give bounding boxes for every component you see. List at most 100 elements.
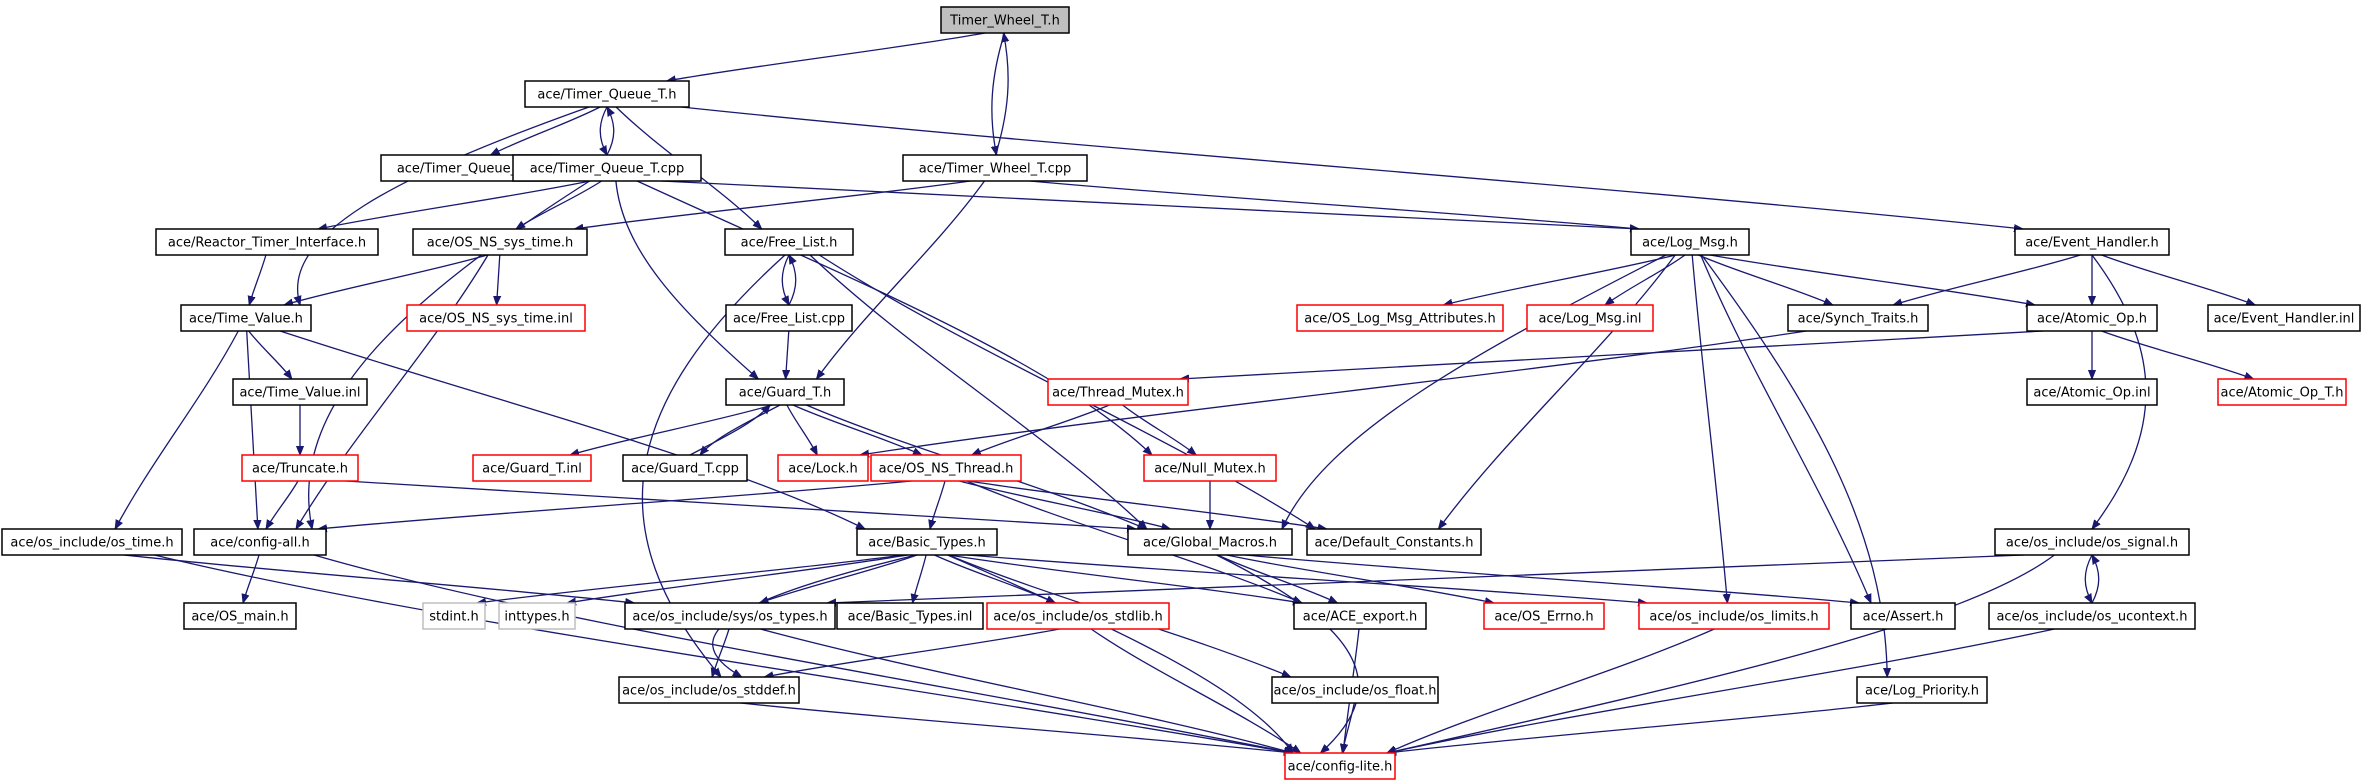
node-guard-t-cpp[interactable]: ace/Guard_T.cpp	[622, 454, 748, 482]
node-os-include-sys-os-types-h[interactable]: ace/os_include/sys/os_types.h	[624, 602, 836, 630]
node-os-include-os-signal-h[interactable]: ace/os_include/os_signal.h	[1994, 528, 2190, 556]
node-os-include-os-time-h[interactable]: ace/os_include/os_time.h	[1, 528, 183, 556]
node-os-log-msg-attributes-h[interactable]: ace/OS_Log_Msg_Attributes.h	[1296, 304, 1504, 332]
node-box	[193, 528, 327, 556]
edge-timer-queue-t-cpp-to-reactor-timer-interface-h	[318, 180, 591, 229]
node-atomic-op-h[interactable]: ace/Atomic_Op.h	[2026, 304, 2158, 332]
node-log-msg-inl[interactable]: ace/Log_Msg.inl	[1526, 304, 1654, 332]
node-atomic-op-t-h[interactable]: ace/Atomic_Op_T.h	[2217, 378, 2347, 406]
node-label: ace/Event_Handler.h	[2025, 236, 2159, 251]
node-label: ace/os_include/os_limits.h	[1649, 610, 1818, 625]
node-label: ace/Timer_Wheel_T.cpp	[919, 162, 1072, 177]
edge-guard-t-h-to-lock-h	[786, 404, 818, 455]
node-global-macros-h[interactable]: ace/Global_Macros.h	[1127, 528, 1293, 556]
edge-os-include-os-ucontext-h-to-config-lite-h	[1387, 628, 2055, 753]
node-label: ace/os_include/os_ucontext.h	[1996, 610, 2187, 625]
node-timer-queue-t-cpp[interactable]: ace/Timer_Queue_T.cpp	[512, 154, 702, 182]
node-box	[870, 454, 1022, 482]
node-config-lite-h[interactable]: ace/config-lite.h	[1284, 752, 1396, 780]
node-label: ace/OS_Log_Msg_Attributes.h	[1304, 312, 1495, 327]
node-box	[986, 602, 1170, 630]
node-os-ns-thread-h[interactable]: ace/OS_NS_Thread.h	[870, 454, 1022, 482]
node-log-msg-h[interactable]: ace/Log_Msg.h	[1630, 228, 1750, 256]
node-box	[940, 6, 1070, 34]
node-label: ace/Atomic_Op_T.h	[2221, 386, 2344, 401]
edge-guard-t-h-to-guard-t-inl	[570, 404, 773, 455]
node-synch-traits-h[interactable]: ace/Synch_Traits.h	[1787, 304, 1929, 332]
node-guard-t-h[interactable]: ace/Guard_T.h	[725, 378, 845, 406]
node-label: ace/Free_List.h	[741, 236, 838, 251]
edge-truncate-h-to-global-macros-h	[345, 480, 1137, 529]
node-inttypes-h[interactable]: inttypes.h	[498, 602, 576, 630]
node-box	[725, 378, 845, 406]
node-os-include-os-stdlib-h[interactable]: ace/os_include/os_stdlib.h	[986, 602, 1170, 630]
node-label: ace/Timer_Queue_T.h	[537, 88, 676, 103]
edge-timer-wheel-t-h-to-timer-queue-t-h	[667, 32, 986, 81]
node-event-handler-h[interactable]: ace/Event_Handler.h	[2014, 228, 2170, 256]
node-atomic-op-inl[interactable]: ace/Atomic_Op.inl	[2026, 378, 2158, 406]
edge-os-include-os-stdlib-h-to-os-include-os-stddef-h	[764, 628, 1060, 677]
node-default-constants-h[interactable]: ace/Default_Constants.h	[1306, 528, 1482, 556]
node-os-main-h[interactable]: ace/OS_main.h	[183, 602, 297, 630]
node-os-include-os-limits-h[interactable]: ace/os_include/os_limits.h	[1638, 602, 1830, 630]
node-box	[1638, 602, 1830, 630]
edge-os-include-os-signal-h-to-os-include-sys-os-types-h	[827, 554, 2024, 603]
node-label: ace/Basic_Types.inl	[848, 610, 973, 625]
node-label: ace/OS_Errno.h	[1494, 610, 1593, 625]
edge-basic-types-h-to-os-include-sys-os-types-h	[760, 554, 918, 603]
node-label: ace/Timer_Queue_T.cpp	[530, 162, 685, 177]
node-box	[2026, 304, 2158, 332]
node-label: ace/OS_NS_sys_time.inl	[419, 312, 573, 327]
node-basic-types-h[interactable]: ace/Basic_Types.h	[856, 528, 998, 556]
node-guard-t-inl[interactable]: ace/Guard_T.inl	[472, 454, 592, 482]
node-os-ns-sys-time-h[interactable]: ace/OS_NS_sys_time.h	[412, 228, 588, 256]
node-label: Timer_Wheel_T.h	[949, 14, 1060, 29]
edge-os-include-os-signal-h-to-config-lite-h	[1387, 554, 2055, 753]
node-timer-wheel-t-cpp[interactable]: ace/Timer_Wheel_T.cpp	[902, 154, 1088, 182]
edge-basic-types-h-to-inttypes-h	[567, 554, 908, 603]
node-os-include-os-ucontext-h[interactable]: ace/os_include/os_ucontext.h	[1988, 602, 2196, 630]
node-box	[1, 528, 183, 556]
node-box	[2207, 304, 2361, 332]
node-box	[1483, 602, 1605, 630]
node-stdint-h[interactable]: stdint.h	[422, 602, 486, 630]
node-assert-h[interactable]: ace/Assert.h	[1850, 602, 1956, 630]
node-box	[422, 602, 486, 630]
edge-timer-queue-t-h-to-timer-queue-t-inl	[491, 106, 601, 156]
node-box	[512, 154, 702, 182]
node-free-list-cpp[interactable]: ace/Free_List.cpp	[725, 304, 853, 332]
node-os-include-os-stddef-h[interactable]: ace/os_include/os_stddef.h	[618, 676, 800, 704]
node-event-handler-inl[interactable]: ace/Event_Handler.inl	[2207, 304, 2361, 332]
node-ace-export-h[interactable]: ace/ACE_export.h	[1293, 602, 1427, 630]
node-basic-types-inl[interactable]: ace/Basic_Types.inl	[836, 602, 984, 630]
edge-os-ns-sys-time-h-to-time-value-h	[284, 254, 488, 305]
node-thread-mutex-h[interactable]: ace/Thread_Mutex.h	[1047, 378, 1189, 406]
node-label: stdint.h	[429, 610, 478, 625]
edge-global-macros-h-to-os-errno-h	[1226, 554, 1494, 603]
node-null-mutex-h[interactable]: ace/Null_Mutex.h	[1143, 454, 1277, 482]
node-box	[524, 80, 690, 108]
node-box	[1296, 304, 1504, 332]
edge-os-ns-thread-h-to-default-constants-h	[968, 480, 1326, 529]
node-os-ns-sys-time-inl[interactable]: ace/OS_NS_sys_time.inl	[406, 304, 586, 332]
edge-timer-wheel-t-cpp-to-guard-t-h	[817, 180, 986, 379]
edge-os-include-sys-os-types-h-to-os-include-os-stddef-h	[712, 628, 730, 677]
node-box	[2026, 378, 2158, 406]
node-time-value-inl[interactable]: ace/Time_Value.inl	[232, 378, 368, 406]
node-time-value-h[interactable]: ace/Time_Value.h	[180, 304, 312, 332]
node-free-list-h[interactable]: ace/Free_List.h	[724, 228, 854, 256]
node-reactor-timer-interface-h[interactable]: ace/Reactor_Timer_Interface.h	[155, 228, 379, 256]
node-timer-wheel-t-h[interactable]: Timer_Wheel_T.h	[940, 6, 1070, 34]
edge-basic-types-h-to-ace-export-h	[948, 554, 1302, 603]
node-os-errno-h[interactable]: ace/OS_Errno.h	[1483, 602, 1605, 630]
node-box	[183, 602, 297, 630]
node-log-priority-h[interactable]: ace/Log_Priority.h	[1856, 676, 1988, 704]
edge-global-macros-h-to-config-lite-h	[1216, 554, 1360, 753]
node-lock-h[interactable]: ace/Lock.h	[777, 454, 869, 482]
node-truncate-h[interactable]: ace/Truncate.h	[241, 454, 359, 482]
node-os-include-os-float-h[interactable]: ace/os_include/os_float.h	[1271, 676, 1439, 704]
node-label: ace/Truncate.h	[252, 462, 348, 477]
node-config-all-h[interactable]: ace/config-all.h	[193, 528, 327, 556]
node-box	[1988, 602, 2196, 630]
node-timer-queue-t-h[interactable]: ace/Timer_Queue_T.h	[524, 80, 690, 108]
